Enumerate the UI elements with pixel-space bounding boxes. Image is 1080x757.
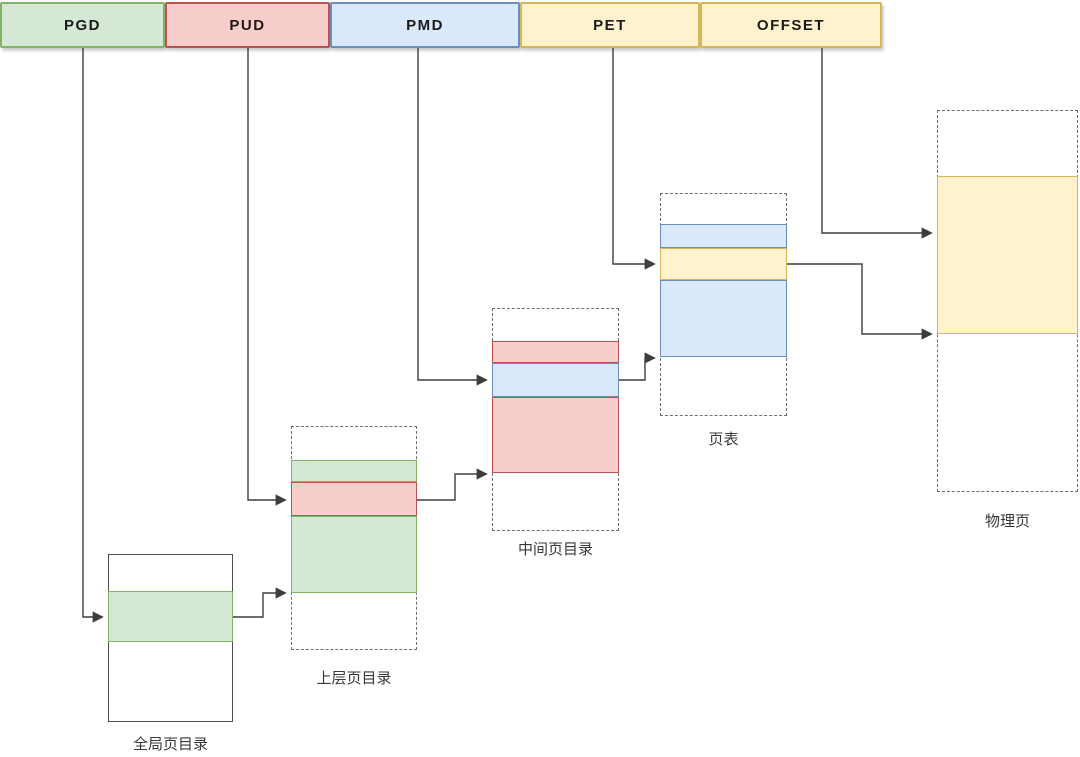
label-page-table: 页表 (708, 431, 739, 448)
page-table-highlight-entry (660, 248, 787, 280)
address-segment-pgd: PGD (0, 2, 165, 48)
label-middle-page-directory: 中间页目录 (517, 541, 593, 558)
label-upper-page-directory: 上层页目录 (316, 670, 392, 687)
global-directory-highlight-entry (108, 591, 233, 642)
address-segment-pud: PUD (165, 2, 330, 48)
label-global-page-directory: 全局页目录 (132, 736, 208, 753)
segment-pmd-label: PMD (406, 16, 444, 34)
label-physical-page: 物理页 (984, 513, 1030, 530)
arrow-pet-to-page-table (612, 48, 656, 270)
page-table-band-blue-bottom (660, 280, 787, 357)
segment-pgd-label: PGD (63, 16, 101, 34)
arrow-middle-entry-to-page-table (619, 352, 656, 381)
physical-page-highlight-frame (937, 176, 1078, 334)
upper-directory-band-green-top (291, 460, 417, 482)
box-page-table (660, 193, 787, 416)
upper-directory-highlight-entry (291, 482, 417, 516)
address-segment-pmd: PMD (330, 2, 520, 48)
box-global-page-directory (108, 554, 233, 722)
box-middle-page-directory (492, 308, 619, 531)
address-segment-pet: PET (520, 2, 700, 48)
page-table-band-blue-top (660, 224, 787, 248)
segment-pud-label: PUD (229, 16, 266, 34)
arrow-offset-to-physical-page (821, 48, 933, 239)
middle-directory-band-red-bottom (492, 397, 619, 473)
box-upper-page-directory (291, 426, 417, 650)
arrow-upper-entry-to-middle-directory (417, 468, 488, 501)
address-segment-offset: OFFSET (700, 2, 882, 48)
arrow-pmd-to-middle-directory (417, 48, 488, 386)
middle-directory-band-red-top (492, 341, 619, 363)
segment-offset-label: OFFSET (756, 16, 826, 34)
arrow-global-entry-to-upper-directory (233, 587, 287, 618)
box-physical-page (937, 110, 1078, 492)
upper-directory-band-green-bottom (291, 516, 417, 593)
segment-pet-label: PET (593, 16, 627, 34)
arrow-page-table-entry-to-physical-page (787, 263, 933, 340)
arrow-pud-to-upper-directory (247, 48, 287, 506)
middle-directory-highlight-entry (492, 363, 619, 397)
arrow-pgd-to-global-directory (82, 48, 104, 623)
